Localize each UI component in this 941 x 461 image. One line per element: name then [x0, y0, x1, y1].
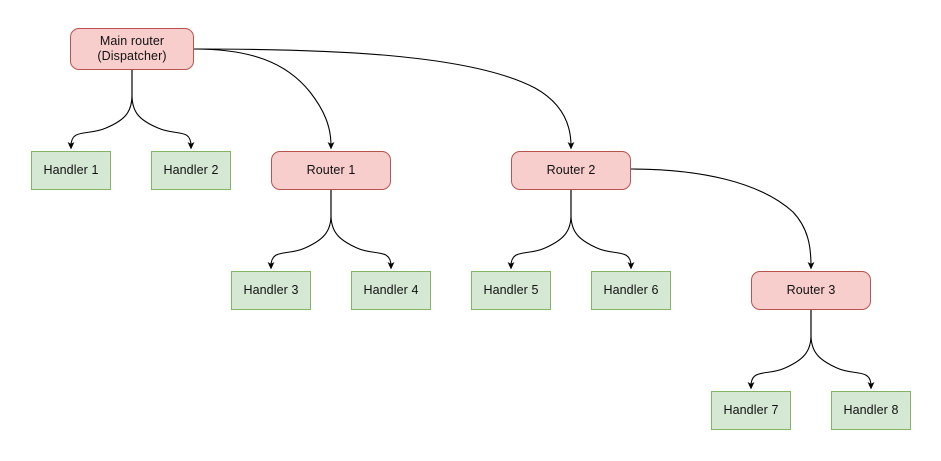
edge-main-router-to-handler-1: [67, 70, 133, 150]
node-label-handler-1: Handler 1: [43, 163, 99, 177]
edge-main-router-to-router-1: [193, 48, 335, 150]
node-handler-7[interactable]: Handler 7: [711, 391, 791, 430]
edge-main-router-to-router-2: [193, 48, 575, 150]
node-label-main-router: Main router (Dispatcher): [97, 34, 167, 63]
connector-group: [67, 48, 875, 390]
edge-router-3-to-handler-8: [810, 310, 875, 390]
node-router-2[interactable]: Router 2: [511, 151, 631, 190]
edge-main-router-to-handler-2: [131, 70, 195, 150]
node-label-router-3: Router 3: [786, 283, 836, 297]
node-handler-8[interactable]: Handler 8: [831, 391, 911, 430]
edge-router-2-to-router-3: [630, 168, 815, 270]
edge-router-3-to-handler-7: [747, 310, 812, 390]
node-router-1[interactable]: Router 1: [271, 151, 391, 190]
node-handler-2[interactable]: Handler 2: [151, 151, 231, 190]
edge-router-2-to-handler-6: [570, 190, 635, 270]
node-label-handler-5: Handler 5: [483, 283, 539, 297]
node-handler-1[interactable]: Handler 1: [31, 151, 111, 190]
edge-router-2-to-handler-5: [507, 190, 572, 270]
node-label-handler-3: Handler 3: [243, 283, 299, 297]
node-handler-6[interactable]: Handler 6: [591, 271, 671, 310]
node-handler-4[interactable]: Handler 4: [351, 271, 431, 310]
node-label-handler-6: Handler 6: [603, 283, 659, 297]
node-label-handler-8: Handler 8: [843, 403, 899, 417]
node-label-handler-4: Handler 4: [363, 283, 419, 297]
edge-router-1-to-handler-4: [330, 190, 395, 270]
node-main-router[interactable]: Main router (Dispatcher): [70, 28, 194, 70]
node-label-handler-7: Handler 7: [723, 403, 779, 417]
edge-router-1-to-handler-3: [267, 190, 332, 270]
node-router-3[interactable]: Router 3: [751, 271, 871, 310]
node-label-router-2: Router 2: [546, 163, 596, 177]
node-label-handler-2: Handler 2: [163, 163, 219, 177]
node-label-router-1: Router 1: [306, 163, 356, 177]
node-handler-3[interactable]: Handler 3: [231, 271, 311, 310]
node-handler-5[interactable]: Handler 5: [471, 271, 551, 310]
